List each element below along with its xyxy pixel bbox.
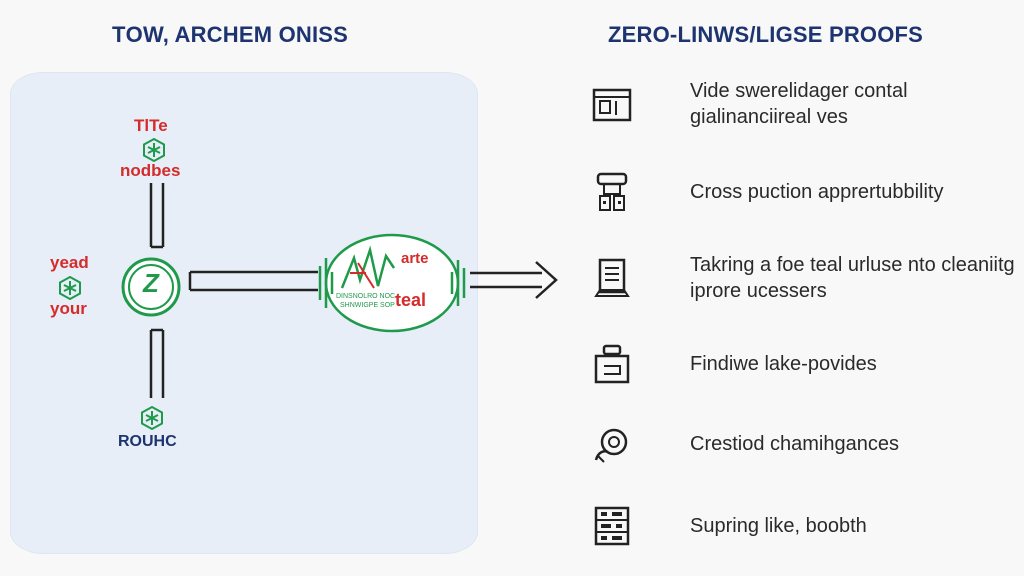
bottom-node-hex-icon: [141, 406, 163, 430]
output-node-small-text-1: DINSNOLRO NOC: [336, 293, 396, 300]
left-node-hex-icon: [59, 276, 81, 300]
right-title: ZERO-LINWS/LIGSE PROOFS: [608, 22, 924, 47]
output-node-icon: [318, 233, 466, 333]
output-node-label-1: arte: [401, 250, 429, 267]
center-to-output-connector: [188, 270, 318, 292]
center-node-icon: [121, 257, 181, 317]
gear-person-icon: [590, 422, 634, 466]
feature-text-3: Takring a foe teal urluse nto cleaniitg …: [690, 254, 1015, 302]
document-icon: [590, 256, 634, 300]
feature-item-2: Cross pucti​on apprertubbility: [590, 170, 943, 214]
feature-text-2: Cross pucti​on apprertubbility: [690, 181, 944, 203]
top-node-label-1: TlTe: [134, 116, 168, 135]
grid-icon: [590, 504, 634, 548]
server-icon: [590, 170, 634, 214]
feature-text-4: Findiwe lake-povides: [690, 353, 877, 375]
feature-item-1: Vide swerelidager contal gialinanciireal…: [590, 80, 908, 128]
left-node-label-2: your: [50, 299, 87, 318]
left-title: ТOW, ARCHEM ONISS: [112, 22, 349, 47]
left-node-label-1: yead: [50, 253, 89, 272]
feature-text-6: Supring like, boobth: [690, 515, 867, 537]
feature-text-5: Crestiod chamihgances: [690, 433, 899, 455]
feature-item-3: Takring a foe teal urluse nto cleaniitg …: [590, 254, 1015, 302]
center-node-glyph: Z: [143, 268, 159, 298]
feature-item-6: Supring like, boobth: [590, 504, 867, 548]
bottom-node-label: ROUHC: [118, 433, 177, 450]
window-icon: [590, 82, 634, 126]
bottom-connector: [149, 328, 165, 398]
database-icon: [590, 342, 634, 386]
output-node-label-2: teal: [395, 290, 427, 310]
top-node-label-2: nodbes: [120, 161, 181, 180]
output-arrow: [470, 261, 558, 299]
feature-text-1: Vide swerelidager contal gialinanciireal…: [690, 80, 908, 128]
top-node-hex-icon: [143, 138, 165, 162]
feature-item-4: Findiwe lake-povides: [590, 342, 877, 386]
feature-item-5: Crestiod chamihgances: [590, 422, 899, 466]
top-connector: [149, 183, 165, 249]
output-node-small-text-2: SHNWIGPE SOP: [340, 302, 395, 309]
